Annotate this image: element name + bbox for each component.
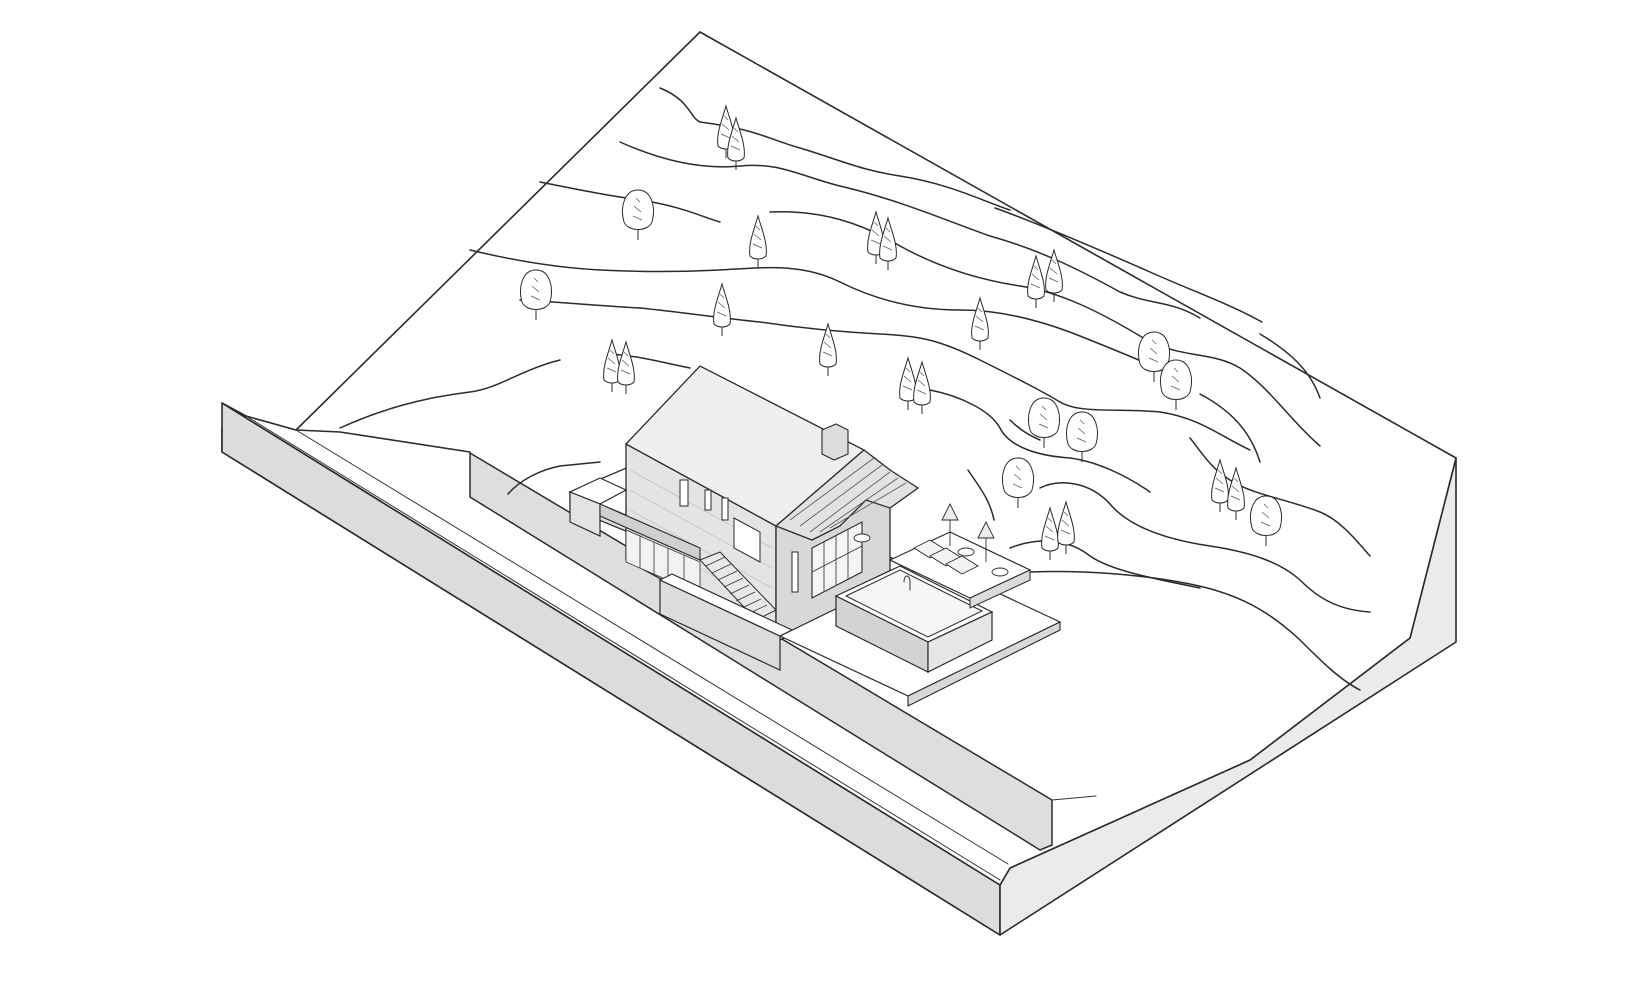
- conifer-tree: [1227, 466, 1245, 520]
- contour-line: [507, 461, 601, 495]
- contour-line: [619, 141, 1201, 319]
- deciduous-tree: [1250, 495, 1282, 546]
- conifer-tree: [727, 116, 745, 170]
- contour-line: [1009, 419, 1041, 441]
- glazing-mullions: [811, 530, 863, 592]
- outdoor-tables: [853, 533, 1009, 577]
- contour-line: [609, 353, 691, 369]
- deciduous-tree: [1002, 457, 1034, 508]
- contour-line: [1199, 393, 1261, 463]
- window: [733, 517, 761, 563]
- contour-line: [929, 389, 1151, 493]
- deciduous-tree: [1066, 411, 1098, 462]
- road-edge-line: [245, 415, 1001, 881]
- conifer-tree: [1211, 458, 1229, 512]
- left-wing-wall: [569, 491, 601, 537]
- exterior-stair: [699, 551, 777, 621]
- conifer-tree: [819, 322, 837, 376]
- conifer-tree: [713, 282, 731, 336]
- contour-line: [994, 207, 1263, 323]
- conifer-tree: [603, 338, 621, 392]
- contour-line: [519, 299, 1251, 451]
- conifer-tree: [1045, 248, 1063, 302]
- conifer-tree: [1041, 506, 1059, 560]
- window: [791, 551, 799, 593]
- glazed-corner: [811, 521, 863, 599]
- contour-lines: [339, 87, 1371, 691]
- contour-line: [1039, 482, 1371, 613]
- parasols: [941, 502, 995, 562]
- trees-group: [520, 104, 1282, 560]
- contour-line: [1259, 333, 1321, 399]
- wall-end-line: [1051, 795, 1097, 801]
- conifer-tree: [617, 340, 635, 394]
- sun-loungers: [913, 539, 979, 575]
- contour-line: [1009, 540, 1201, 589]
- deciduous-tree: [520, 269, 552, 320]
- lower-terrace-edge: [907, 621, 1061, 707]
- contour-line: [967, 469, 995, 521]
- deciduous-tree: [1028, 397, 1060, 448]
- window: [721, 497, 729, 521]
- conifer-tree: [1027, 254, 1045, 308]
- conifer-tree: [899, 356, 917, 410]
- conifer-tree: [879, 216, 897, 270]
- conifer-tree: [749, 214, 767, 268]
- pool-block-side: [927, 611, 993, 673]
- contour-line: [1029, 570, 1361, 691]
- pool-ladder: [903, 575, 911, 591]
- pool-deck-edge: [969, 569, 1031, 609]
- roof-seams: [789, 457, 907, 533]
- deciduous-tree: [622, 189, 654, 240]
- contour-line: [659, 87, 1011, 211]
- deciduous-tree: [1160, 359, 1192, 410]
- road-inner-line: [295, 429, 1009, 865]
- deciduous-tree: [1138, 331, 1170, 382]
- conifer-tree: [1057, 500, 1075, 554]
- conifer-tree: [913, 360, 931, 414]
- retaining-wall-top: [295, 429, 471, 453]
- house-building: [568, 365, 1062, 707]
- conifer-tree: [971, 296, 989, 350]
- swimming-pool: [844, 569, 984, 638]
- contour-line: [1189, 437, 1371, 557]
- contour-line: [469, 249, 1181, 381]
- chimney: [821, 423, 849, 461]
- window: [704, 489, 712, 511]
- contour-line: [339, 359, 561, 429]
- window: [679, 479, 689, 507]
